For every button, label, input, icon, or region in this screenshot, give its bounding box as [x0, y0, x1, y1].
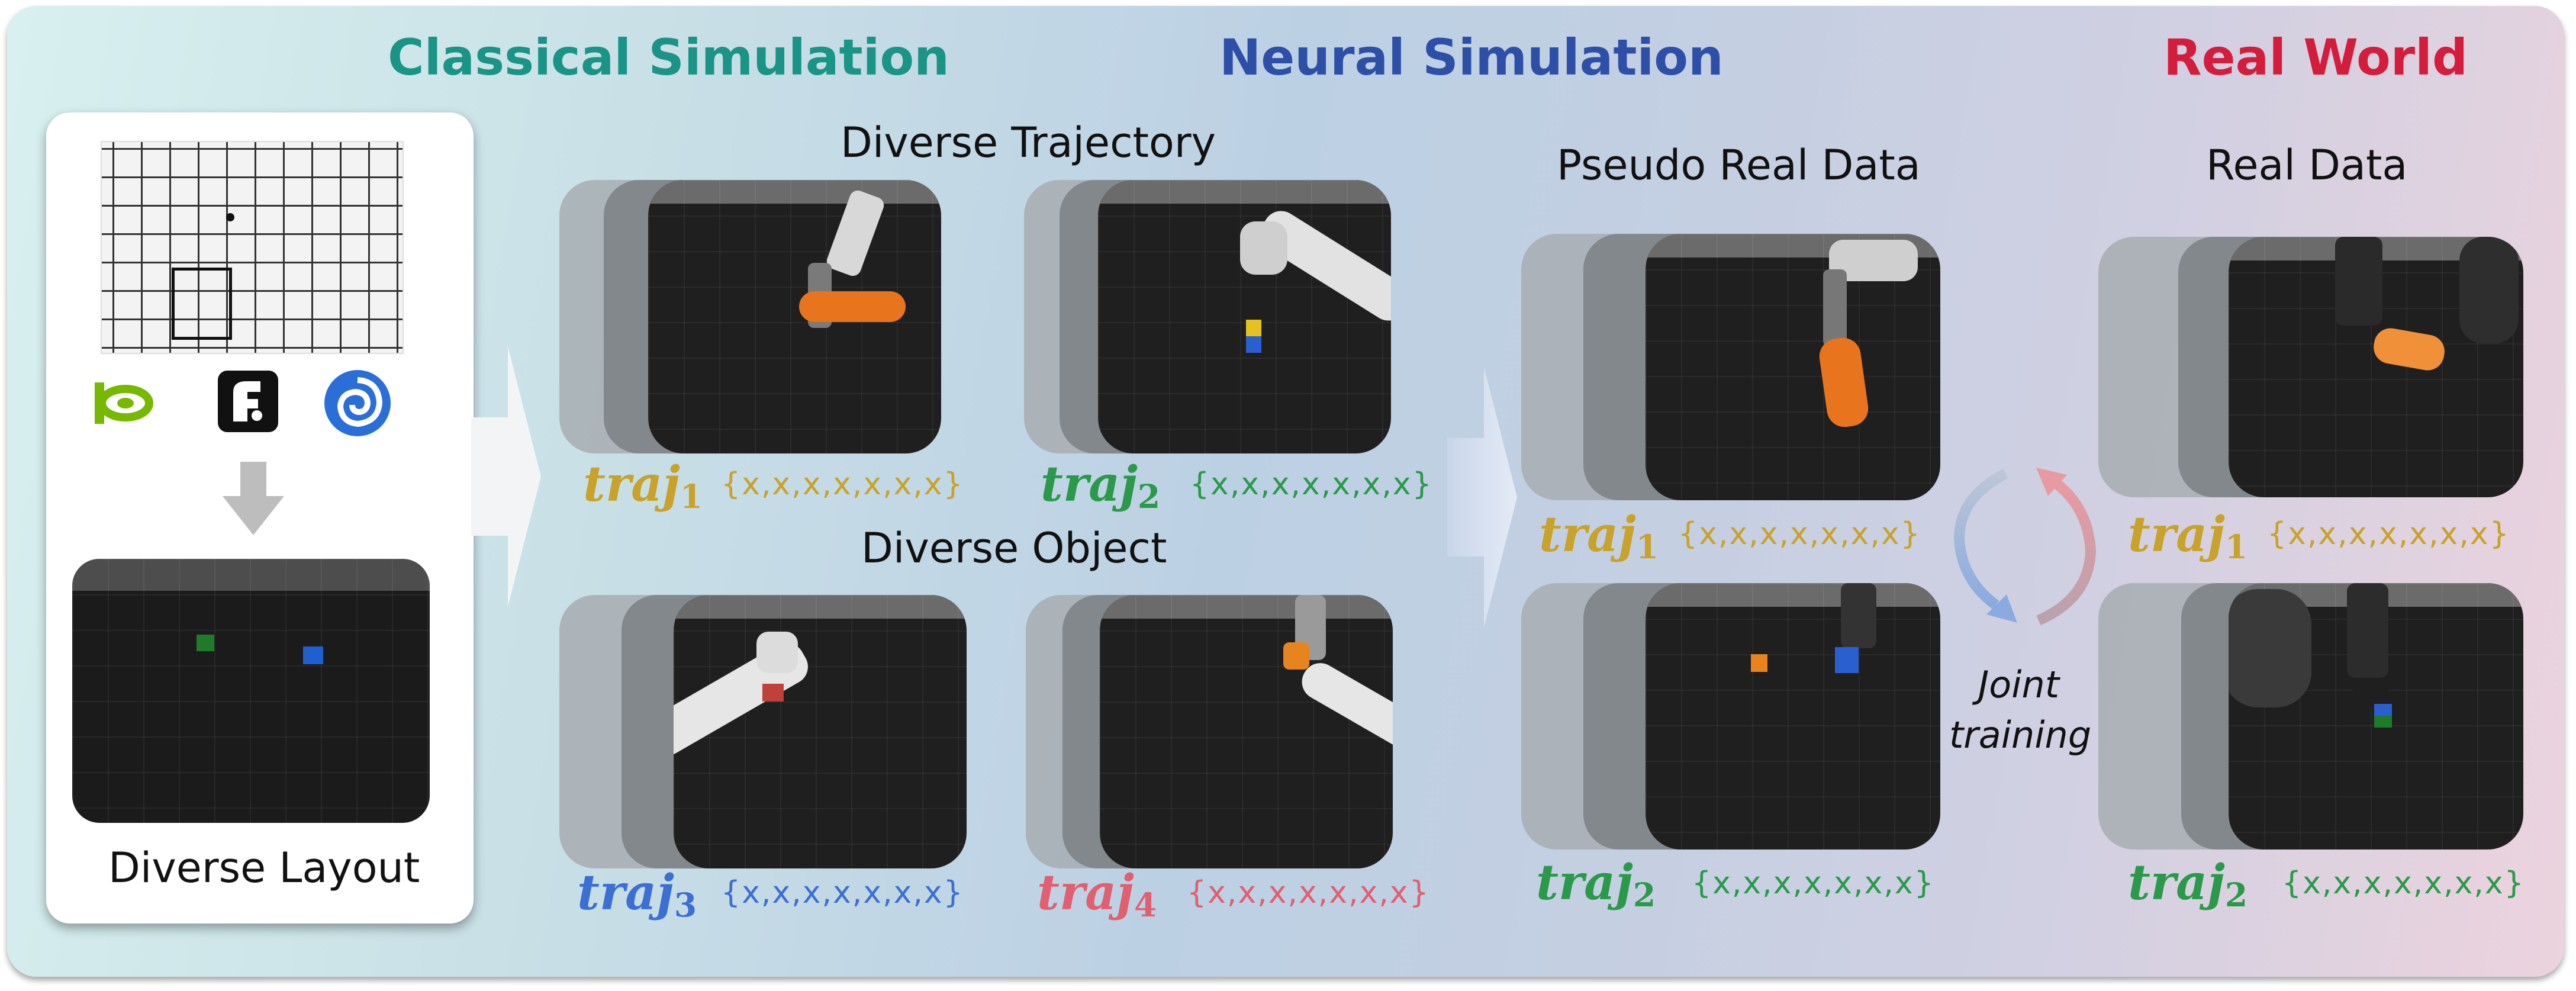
- grid-marker-dot: [226, 213, 234, 221]
- real-data-label: Real Data: [2206, 141, 2408, 189]
- real-traj2-label: traj2: [2128, 854, 2248, 914]
- pseudo-traj2-actions: {x,x,x,x,x,x,x}: [1692, 865, 1935, 901]
- object-frame-front: [674, 595, 967, 868]
- pseudo-traj1-label: traj1: [1539, 506, 1659, 566]
- neural-simulation-heading: Neural Simulation: [1219, 28, 1724, 86]
- real-data-frame-front: [2229, 583, 2523, 850]
- pseudo-traj1-actions: {x,x,x,x,x,x,x}: [1678, 516, 1921, 552]
- real-world-heading: Real World: [2163, 28, 2468, 86]
- traj2-actions: {x,x,x,x,x,x,x}: [1190, 466, 1433, 502]
- traj2-label: traj2: [1041, 456, 1161, 516]
- real-traj1-actions: {x,x,x,x,x,x,x}: [2267, 516, 2510, 552]
- grid-target-box: [172, 268, 232, 340]
- joint-training-label-line2: training: [1949, 713, 2092, 757]
- real-data-frame-front: [2229, 237, 2523, 497]
- traj4-actions: {x,x,x,x,x,x,x}: [1187, 875, 1430, 910]
- diverse-layout-image: [72, 559, 430, 823]
- traj3-label: traj3: [577, 864, 697, 924]
- pseudo-real-frame-front: [1646, 583, 1940, 850]
- diverse-trajectory-label: Diverse Trajectory: [841, 118, 1216, 167]
- pseudo-real-frame-front: [1646, 234, 1940, 500]
- traj1-actions: {x,x,x,x,x,x,x}: [721, 466, 964, 502]
- sapien-icon: [215, 368, 281, 435]
- traj3-actions: {x,x,x,x,x,x,x}: [721, 875, 964, 910]
- down-arrow-icon: [218, 462, 289, 539]
- layout-grid-image: [101, 141, 404, 354]
- trajectory-frame-front: [1098, 180, 1391, 453]
- diverse-object-label: Diverse Object: [861, 524, 1167, 572]
- real-traj1-label: traj1: [2128, 506, 2248, 566]
- classical-simulation-heading: Classical Simulation: [388, 28, 949, 86]
- spiral-icon: [321, 367, 394, 439]
- nvidia-icon: [95, 371, 154, 430]
- traj4-label: traj4: [1037, 864, 1157, 924]
- diverse-layout-label: Diverse Layout: [108, 844, 420, 892]
- right-arrow-icon: [1447, 367, 1518, 628]
- joint-training-cycle-icon: [1936, 450, 2113, 645]
- pseudo-real-data-label: Pseudo Real Data: [1557, 141, 1921, 189]
- pseudo-traj2-label: traj2: [1536, 854, 1656, 914]
- traj1-label: traj1: [583, 456, 703, 516]
- trajectory-frame-front: [648, 180, 941, 453]
- real-traj2-actions: {x,x,x,x,x,x,x}: [2282, 865, 2525, 901]
- joint-training-label-line1: Joint: [1978, 663, 2060, 706]
- right-arrow-icon: [471, 346, 542, 607]
- object-frame-front: [1100, 595, 1393, 868]
